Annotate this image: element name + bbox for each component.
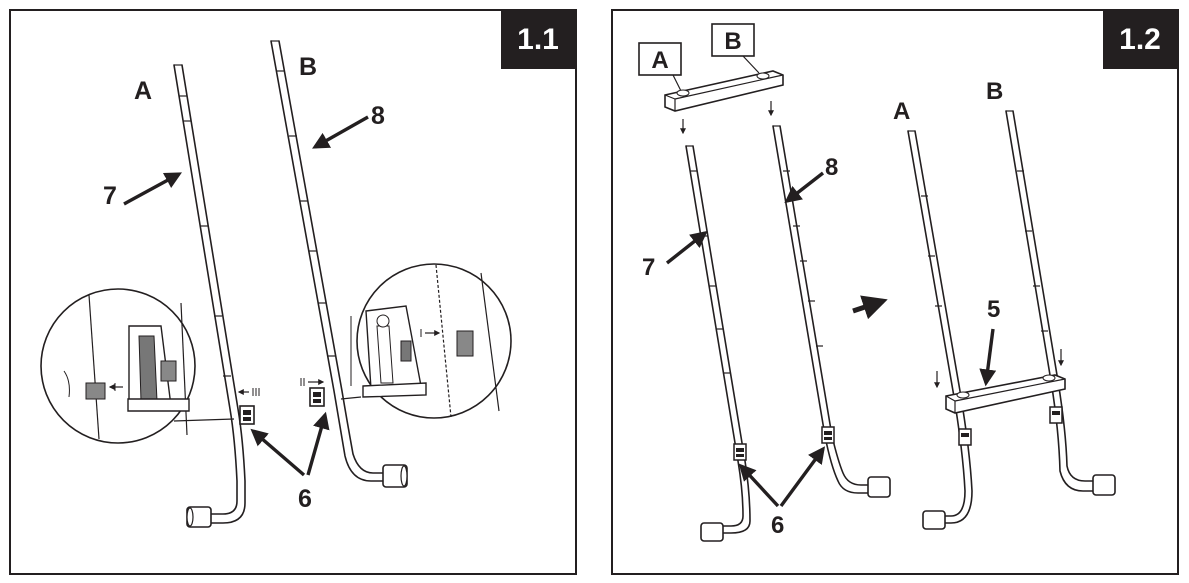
- assembled-pole-a: [907, 130, 973, 530]
- svg-text:A: A: [651, 47, 668, 74]
- step-number-badge: 1.1: [501, 11, 575, 69]
- label-part-5: 5: [987, 296, 1000, 323]
- label-part-8: 8: [371, 102, 385, 130]
- label-part-8: 8: [825, 154, 838, 181]
- step-number-badge: 1.2: [1103, 11, 1177, 69]
- pointer-arrow-6b: [306, 411, 330, 476]
- pointer-arrow-6b: [779, 446, 826, 508]
- leg-pole-b: [270, 40, 408, 488]
- label-box-a: A: [638, 42, 682, 76]
- label-part-6: 6: [298, 485, 312, 513]
- assembled-pole-b: [1005, 110, 1116, 496]
- label-pole-b: B: [299, 53, 317, 81]
- crossbar-top: [664, 70, 784, 112]
- clip-a: [239, 405, 255, 425]
- pointer-arrow-6a: [738, 463, 780, 508]
- svg-text:B: B: [724, 28, 741, 55]
- crossbar-installed: [945, 374, 1066, 414]
- assembly-diagram-1-1: A B 7 8 6: [40, 40, 512, 528]
- label-part-7: 7: [103, 182, 117, 210]
- assembly-diagram-1-2: A B: [638, 23, 1116, 542]
- leg-pole-a: [173, 64, 246, 528]
- detail-magnifier-left: [40, 288, 235, 444]
- label-part-7: 7: [642, 254, 655, 281]
- clip-left-8: [821, 426, 835, 444]
- pointer-arrow-8: [784, 171, 825, 204]
- clip-b: [309, 387, 325, 407]
- leg-pole-7: [685, 145, 751, 542]
- detail-magnifier-right: [340, 263, 512, 419]
- label-pole-a: A: [893, 98, 910, 125]
- pointer-arrow-7: [665, 230, 708, 265]
- label-box-b: B: [711, 23, 755, 57]
- step-transition-arrow: [852, 295, 888, 320]
- label-pole-b: B: [986, 78, 1003, 105]
- leg-pole-8: [772, 125, 891, 498]
- pointer-arrow-8: [312, 115, 369, 149]
- step-panel-1-2: 1.2 A B: [611, 9, 1179, 575]
- step-panel-1-1: 1.1: [9, 9, 577, 575]
- slide-direction-arrow-left: [237, 388, 260, 396]
- pointer-arrow-7: [123, 172, 182, 206]
- pointer-arrow-5: [979, 328, 997, 387]
- slide-direction-arrow-right: [300, 378, 325, 386]
- label-part-6: 6: [771, 512, 784, 539]
- clip-left-7: [733, 443, 747, 461]
- label-pole-a: A: [134, 77, 152, 105]
- pointer-arrow-6a: [250, 428, 306, 477]
